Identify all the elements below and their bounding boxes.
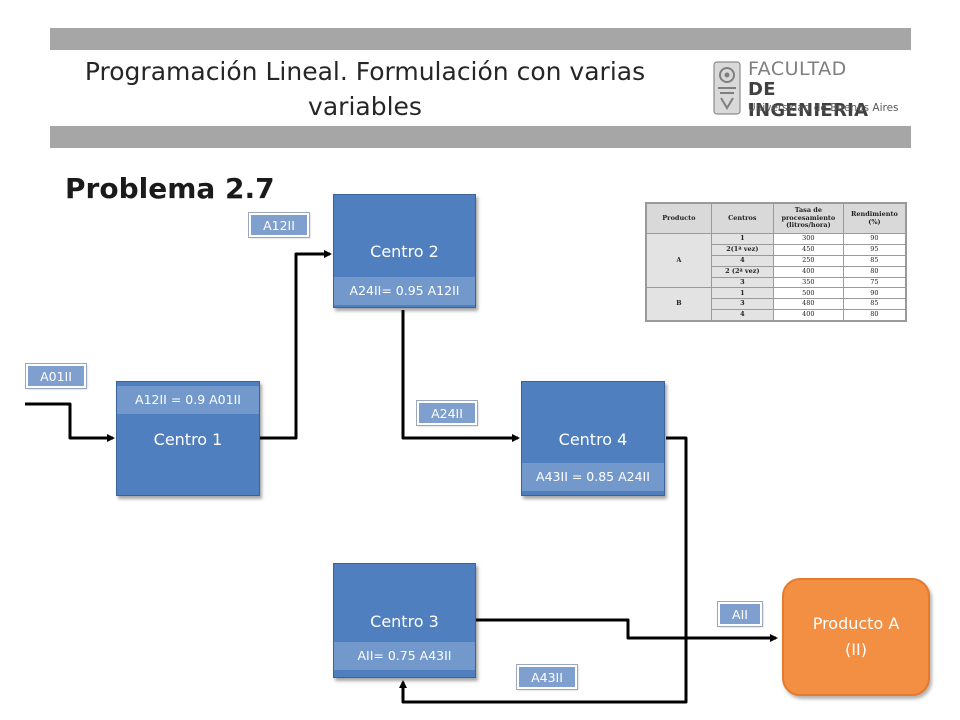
flow-tag-aii: AII xyxy=(717,601,763,627)
spec-table: Producto Centros Tasa de procesamiento (… xyxy=(646,203,907,321)
flow-tag-a43: A43II xyxy=(516,664,578,690)
centro-4-equation: A43II = 0.85 A24II xyxy=(522,463,664,491)
logo-line-2: DE INGENIERIA xyxy=(748,79,869,121)
spec-table-header-row: Producto Centros Tasa de procesamiento (… xyxy=(646,203,907,234)
table-cell: 480 xyxy=(772,298,844,311)
problem-title: Problema 2.7 xyxy=(65,172,275,205)
slide-title-line-1: Programación Lineal. Formulación con var… xyxy=(84,57,646,86)
table-row: A 1 300 90 xyxy=(646,232,907,289)
centro-3-label: Centro 3 xyxy=(370,612,439,631)
spec-header-tasa: Tasa de procesamiento (litros/hora) xyxy=(772,203,844,234)
spec-header-producto: Producto xyxy=(646,203,712,234)
spec-table-image: Producto Centros Tasa de procesamiento (… xyxy=(645,202,907,322)
table-cell: 95 xyxy=(842,243,907,256)
header-band-bottom xyxy=(50,126,911,148)
centro-2-box[interactable]: Centro 2 A24II= 0.95 A12II xyxy=(333,194,476,308)
table-cell: 400 xyxy=(772,265,844,278)
centro-4-box[interactable]: Centro 4 A43II = 0.85 A24II xyxy=(521,381,665,496)
spec-product-b: B xyxy=(646,287,712,321)
centro-3-equation: AII= 0.75 A43II xyxy=(334,642,475,670)
connector-centro-4-to-centro-3 xyxy=(399,436,688,704)
table-cell: 1 xyxy=(710,233,774,245)
logo-line-1: FACULTAD xyxy=(748,58,847,80)
table-cell: 80 xyxy=(842,265,907,278)
centro-1-box[interactable]: A12II = 0.9 A01II Centro 1 xyxy=(116,381,260,496)
faculty-emblem-icon xyxy=(713,61,741,115)
flow-tag-a24: A24II xyxy=(416,400,478,426)
producto-a-sublabel: (II) xyxy=(845,640,867,659)
centro-1-label: Centro 1 xyxy=(153,430,223,449)
centro-3-box[interactable]: Centro 3 AII= 0.75 A43II xyxy=(333,563,476,678)
spec-header-centros: Centros xyxy=(710,203,774,234)
faculty-logo: FACULTAD DE INGENIERIA Universidad de Bu… xyxy=(712,58,902,121)
table-cell: 90 xyxy=(842,233,907,245)
table-cell: 1 xyxy=(710,287,774,300)
centro-2-label: Centro 2 xyxy=(370,242,439,261)
table-cell: 4 xyxy=(710,254,774,267)
table-cell: 400 xyxy=(772,309,844,321)
table-cell: 2(1ª vez) xyxy=(710,243,774,256)
connector-centro-3-to-producto xyxy=(476,618,778,642)
table-row: 2(1ª vez) 450 95 xyxy=(647,243,907,256)
table-cell: 450 xyxy=(772,243,844,256)
centro-2-equation: A24II= 0.95 A12II xyxy=(334,277,475,305)
spec-product-a: A xyxy=(646,232,712,289)
table-cell: 300 xyxy=(772,233,844,245)
connector-input-to-centro-1 xyxy=(25,402,115,442)
flow-tag-a12: A12II xyxy=(248,212,310,238)
centro-4-label: Centro 4 xyxy=(558,430,628,449)
spec-header-rendimiento: Rendimiento (%) xyxy=(842,203,907,234)
centro-1-equation: A12II = 0.9 A01II xyxy=(117,386,259,414)
slide-title: Programación Lineal. Formulación con var… xyxy=(60,54,670,124)
table-cell: 85 xyxy=(842,298,907,311)
table-cell: 3 xyxy=(710,298,774,311)
table-cell: 4 xyxy=(710,309,774,321)
table-row: 4 400 80 xyxy=(647,309,907,321)
table-cell: 2 (2ª vez) xyxy=(710,265,774,278)
table-cell: 250 xyxy=(772,254,844,267)
header-band-top xyxy=(50,28,911,50)
table-cell: 500 xyxy=(772,287,844,300)
logo-line-3: Universidad de Buenos Aires xyxy=(748,102,899,114)
slide-title-line-2: variables xyxy=(308,92,422,121)
table-cell: 3 xyxy=(710,276,774,289)
producto-a-label: Producto A xyxy=(812,614,900,633)
table-row: B 1 500 90 xyxy=(646,287,907,321)
table-cell: 80 xyxy=(842,309,907,321)
producto-a-box[interactable]: Producto A (II) xyxy=(782,578,930,696)
table-cell: 350 xyxy=(772,276,844,289)
connector-centro-1-to-centro-2 xyxy=(259,250,332,440)
connector-centro-2-to-centro-4 xyxy=(401,310,520,442)
table-cell: 90 xyxy=(842,287,907,300)
flow-tag-a01: A01II xyxy=(25,363,87,389)
table-cell: 85 xyxy=(842,254,907,267)
table-cell: 75 xyxy=(842,276,907,289)
